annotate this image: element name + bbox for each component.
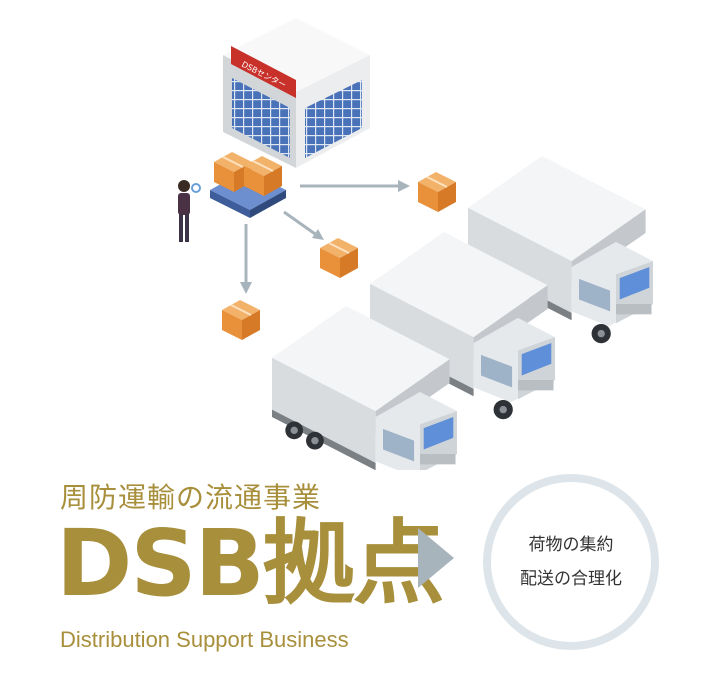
play-arrow-icon [418, 528, 454, 588]
circle-text-line1: 荷物の集約 [528, 535, 614, 555]
box-1 [417, 171, 457, 213]
main-title: DSB拠点 [56, 510, 445, 617]
flow-arrows [240, 180, 410, 294]
box-3 [221, 299, 261, 341]
feature-circle: 荷物の集約 配送の合理化 [483, 474, 659, 650]
logistics-illustration: DSBセンター [178, 18, 653, 470]
worker-figure [178, 180, 201, 242]
box-2 [319, 237, 359, 279]
subtitle: 周防運輸の流通事業 [60, 481, 322, 514]
english-title: Distribution Support Business [60, 627, 349, 652]
pallet-boxes [210, 151, 286, 218]
circle-text-line2: 配送の合理化 [520, 569, 622, 589]
dsb-center-building: DSBセンター [223, 18, 370, 168]
